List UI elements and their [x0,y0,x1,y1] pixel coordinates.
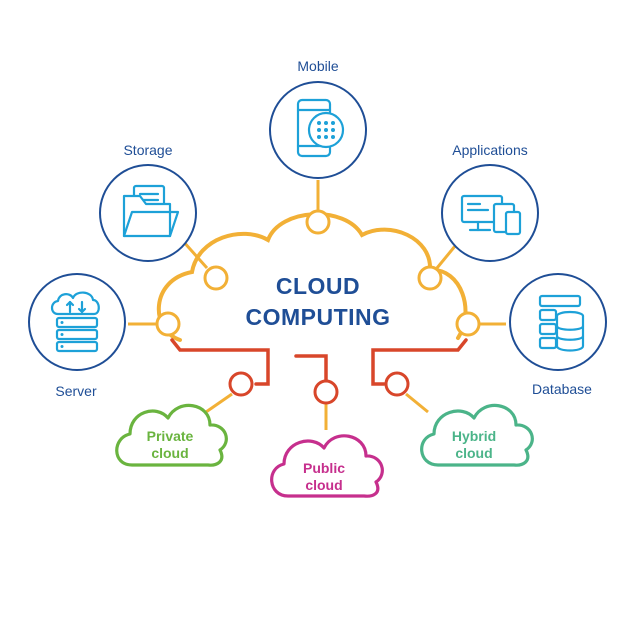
junction-server [155,311,181,337]
public-cloud-line-1: Public [303,460,345,476]
hybrid-cloud-line-2: cloud [455,445,492,461]
private-cloud-line-2: cloud [151,445,188,461]
label-mobile: Mobile [297,58,338,74]
junction-public [313,379,339,405]
red-line-right [371,338,468,386]
private-cloud: Private cloud [115,403,228,467]
connector-hybrid [405,392,429,414]
title-line-1: CLOUD [276,273,360,299]
server-icon [50,291,100,353]
junction-database [455,311,481,337]
label-server: Server [55,383,97,399]
hybrid-cloud-line-1: Hybrid [452,428,496,444]
junction-dots-yellow [155,209,481,337]
node-circles [28,81,607,371]
red-line-center [294,354,328,382]
label-storage: Storage [123,142,172,158]
red-line-left [170,338,270,386]
private-cloud-line-1: Private [147,428,194,444]
connector-storage [180,239,209,269]
mobile-icon [296,98,345,158]
junction-storage [203,265,229,291]
junction-dots-red [228,371,410,405]
public-cloud: Public cloud [270,434,384,498]
public-cloud-line-2: cloud [305,477,342,493]
private-cloud-icon [115,403,228,467]
storage-folder-icon [122,184,180,238]
junction-mobile [305,209,331,235]
connector-lines-subclouds [205,392,429,430]
node-circle-server [28,273,126,371]
node-circle-applications [441,164,539,262]
hybrid-cloud: Hybrid cloud [420,403,534,467]
label-database: Database [532,381,592,397]
public-cloud-icon [270,434,384,498]
applications-devices-icon [460,194,522,236]
hybrid-cloud-icon [420,403,534,467]
connector-lines-red [170,338,468,386]
label-applications: Applications [452,142,528,158]
database-icon [538,294,585,352]
junction-applications [417,265,443,291]
junction-hybrid [384,371,410,397]
connector-private [205,392,233,414]
title-line-2: COMPUTING [245,304,390,330]
junction-private [228,371,254,397]
